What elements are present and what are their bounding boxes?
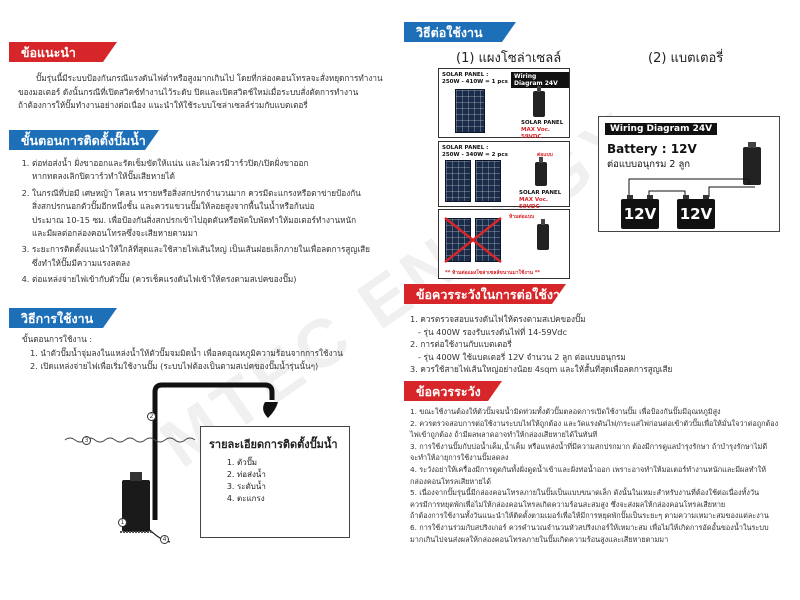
step-line: ระยะการติดตั้งแนะนำให้ใกล้ที่สุดและใช้สา… — [32, 244, 370, 255]
install-step: ในกรณีที่บ่อมี เศษหญ้า โคลน ทรายหรือสิ่ง… — [32, 187, 396, 241]
caution-line: ไฟเข้าถูกต้อง ถ้ามีผลพลาดอาจทำให้กล่องเส… — [410, 430, 598, 440]
solar-panel — [475, 160, 501, 202]
solar-diagram-3: ห้ามต่อแบบ ** ห้ามต่อแผงโซล่าเซลล์ขนานมา… — [438, 209, 570, 279]
caution-connect-line: 2. การต่อใช้งานกับแบตเตอรี่ — [410, 339, 512, 350]
step-line: ต่อท่อส่งน้ำ ฝั่งขาออกและรัดเข็มขัดให้แน… — [32, 158, 309, 168]
caution-connect-text: 1. ควรตรวจสอบแรงดันไฟให้ตรงตามสเปคของปั๊… — [410, 313, 790, 376]
cross-mark-icon — [444, 217, 502, 263]
battery-diagram: Wiring Diagram 24V Battery : 12V ต่อแบบอ… — [598, 116, 780, 232]
wiring-diagram-label: Wiring Diagram 24V — [605, 123, 718, 135]
install-steps: ต่อท่อส่งน้ำ ฝั่งขาออกและรัดเข็มขัดให้แน… — [18, 157, 396, 290]
advice-header: ข้อแนะนำ — [9, 42, 117, 62]
legend-item: ตัวปั๊ม — [237, 457, 341, 469]
battery-wiring — [628, 178, 755, 197]
solar-panel — [445, 160, 471, 202]
legend-item: ตะแกรง — [237, 493, 341, 505]
step-line: และมีผลต่อกล่องคอนโทรลซึ่งจะเสียหายตามมา — [32, 228, 198, 239]
legend-box: รายละเอียดการติดตั้งปั๊มน้ำ ตัวปั๊ม ท่อส… — [200, 426, 350, 538]
step-line: ต่อแหล่งจ่ายไฟเข้ากับตัวปั๊ม (ควรเช็คแรง… — [32, 274, 297, 285]
battery-title: Battery : 12V — [607, 142, 697, 156]
callout-4: 4 — [160, 535, 169, 544]
advice-text: ปั๊มรุ่นนี้มีระบบป้องกันกรณีแรงดันไฟต่ำห… — [18, 72, 393, 113]
panel-spec-1: SOLAR PANEL — [519, 190, 562, 196]
solar-diagram-2: SOLAR PANEL : 250W - 340W = 2 pcs ต่อแบบ… — [438, 141, 570, 210]
series-note: ต่อแบบ — [537, 152, 553, 158]
pump-install-illustration — [64, 382, 278, 543]
caution-line: 5. เนื่องจากปั๊มรุ่นนี้มีกล่องคอนโทรลภาย… — [410, 488, 760, 498]
usage-header: วิธีการใช้งาน — [9, 308, 117, 328]
legend-item: ระดับน้ำ — [237, 481, 341, 493]
parallel-warning: ** ห้ามต่อแผงโซล่าเซลล์ขนานมาใช้งาน ** — [445, 270, 541, 276]
step-line: ซึ่งทำให้ปั๊มมีความแรงลดลง — [32, 257, 131, 268]
legend-list: ตัวปั๊ม ท่อส่งน้ำ ระดับน้ำ ตะแกรง — [209, 457, 341, 505]
caution-connect-line: 1. ควรตรวจสอบแรงดันไฟให้ตรงตามสเปคของปั๊… — [410, 314, 586, 324]
caution-connect-line: 3. ควรใช้สายไฟเส้นใหญ่อย่างน้อย 4sqm และ… — [410, 364, 673, 375]
legend-item: ท่อส่งน้ำ — [237, 469, 341, 481]
step-line: สิ่งสกปรกนอกตัวปั๊มอีกหนึ่งชั้น และควรแข… — [32, 201, 315, 212]
step-line: หากทดลงเลิกปิดวาร์วทำให้ปั๊มเสียหายได้ — [32, 171, 175, 182]
caution-line: มากเกินไปจนส่งผลให้กล่องคอนโทรลภายในปั๊ม… — [410, 534, 669, 544]
advice-line: ของมอเตอร์ ดังนั้นกรณีที่เปิดสวิตช์ทำงาน… — [18, 86, 359, 97]
callout-2: 2 — [147, 412, 156, 421]
battery-label: (2) แบตเตอรี่ — [648, 51, 724, 66]
caution-line: กล่องคอนโทรลเสียหายได้ — [410, 476, 492, 486]
pump — [537, 219, 549, 250]
step-line: ประมาณ 10-15 ซม. เพื่อป้องกันสิ่งสกปรกเข… — [32, 214, 357, 225]
battery-2: 12V — [677, 195, 715, 229]
solar-panel — [445, 218, 471, 262]
caution-connect-line: - รุ่น 400W รองรับแรงดันไฟที่ 14-59Vdc — [418, 326, 567, 337]
caution-line: 1. ขณะใช้งานต้องให้ตัวปั๊มจมน้ำมิดท่วมทั… — [410, 407, 721, 416]
caution-connect-header: ข้อควรระวังในการต่อใช้งาน — [404, 284, 566, 304]
install-step: ต่อแหล่งจ่ายไฟเข้ากับตัวปั๊ม (ควรเช็คแรง… — [32, 273, 396, 286]
pump — [743, 142, 761, 185]
panel-text: SOLAR PANEL : — [442, 145, 489, 151]
install-header: ขั้นตอนการติดตั้งปั๊มน้ำ — [9, 130, 159, 150]
caution-line: 3. การใช้งานปั๊มกับบ่อน้ำเค็ม,น้ำเค็ม หร… — [410, 441, 768, 451]
solar-label: (1) แผงโซล่าเซลล์ — [456, 51, 562, 66]
caution-header: ข้อควรระวัง — [404, 381, 502, 401]
caution-line: 4. ระวังอย่าให้เครื่องมีการดูดกันทั้งฝั่… — [410, 464, 767, 474]
caution-line: ถ้าต้องการใช้งานทั้งวันแนะนำให้ติดตั้งตา… — [410, 511, 769, 521]
panel-spec-2: MAX Voc. 59VDC — [519, 197, 548, 210]
caution-line: 2. ควรตรวจสอบการต่อใช้งานระบบไฟให้ถูกต้อ… — [410, 418, 779, 428]
callout-3: 3 — [82, 436, 91, 445]
solar-panel — [455, 89, 485, 133]
solar-panel — [475, 218, 501, 262]
usage-text: ขั้นตอนการใช้งาน : 1. นำตัวปั๊มน้ำจุ่มลง… — [22, 333, 392, 374]
usage-step: 1. นำตัวปั๊มน้ำจุ่มลงในแหล่งน้ำให้ตัวปั๊… — [30, 347, 343, 358]
callout-1: 1 — [118, 518, 127, 527]
water-outflow — [263, 402, 278, 418]
connect-header: วิธีต่อใช้งาน — [404, 22, 516, 42]
install-step: ระยะการติดตั้งแนะนำให้ใกล้ที่สุดและใช้สา… — [32, 243, 396, 270]
advice-line: ถ้าต้องการให้ปั๊มทำงานอย่างต่อเนื่อง แนะ… — [18, 100, 308, 110]
caution-text: 1. ขณะใช้งานต้องให้ตัวปั๊มจมน้ำมิดท่วมทั… — [410, 406, 792, 545]
caution-connect-line: - รุ่น 400W ใช้แบตเตอรี่ 12V จำนวน 2 ลูก… — [418, 351, 626, 362]
pump — [535, 157, 547, 186]
panel-text: SOLAR PANEL : — [442, 72, 489, 78]
battery-subtitle: ต่อแบบอนุกรม 2 ลูก — [607, 159, 691, 170]
install-step: ต่อท่อส่งน้ำ ฝั่งขาออกและรัดเข็มขัดให้แน… — [32, 157, 396, 184]
pump-top — [130, 472, 142, 481]
panel-spec-2: MAX Voc. 59VDC — [521, 127, 550, 140]
step-line: ในกรณีที่บ่อมี เศษหญ้า โคลน ทรายหรือสิ่ง… — [32, 187, 361, 198]
advice-line: ปั๊มรุ่นนี้มีระบบป้องกันกรณีแรงดันไฟต่ำห… — [36, 73, 383, 83]
caution-line: 6. การใช้งานร่วมกับสปริงเกอร์ ควรคำนวณจำ… — [410, 522, 769, 532]
usage-intro: ขั้นตอนการใช้งาน : — [22, 334, 93, 344]
forbidden-note: ห้ามต่อแบบ — [509, 214, 535, 220]
panel-range: 250W - 340W = 2 pcs — [442, 152, 508, 158]
usage-step: 2. เปิดแหล่งจ่ายไฟเพื่อเริ่มใช้งานปั๊ม (… — [30, 361, 319, 371]
battery-1: 12V — [621, 195, 659, 229]
panel-range: 250W - 410W = 1 pcs — [442, 79, 508, 85]
pump — [533, 86, 545, 117]
legend-title: รายละเอียดการติดตั้งปั๊มน้ำ — [209, 438, 338, 451]
pump-body — [122, 480, 150, 532]
wiring-diagram-label: Wiring Diagram 24V — [511, 72, 569, 88]
caution-line: จะทำให้อายุการใช้งานปั๊มลดลง — [410, 453, 509, 463]
delivery-pipe — [152, 382, 275, 520]
caution-line: ควรมีการหยุดพักเพื่อไม่ให้กล่องคอนโทรลเก… — [410, 499, 726, 509]
panel-spec-1: SOLAR PANEL — [521, 120, 564, 126]
solar-diagram-1: SOLAR PANEL : 250W - 410W = 1 pcs Wiring… — [438, 68, 570, 140]
